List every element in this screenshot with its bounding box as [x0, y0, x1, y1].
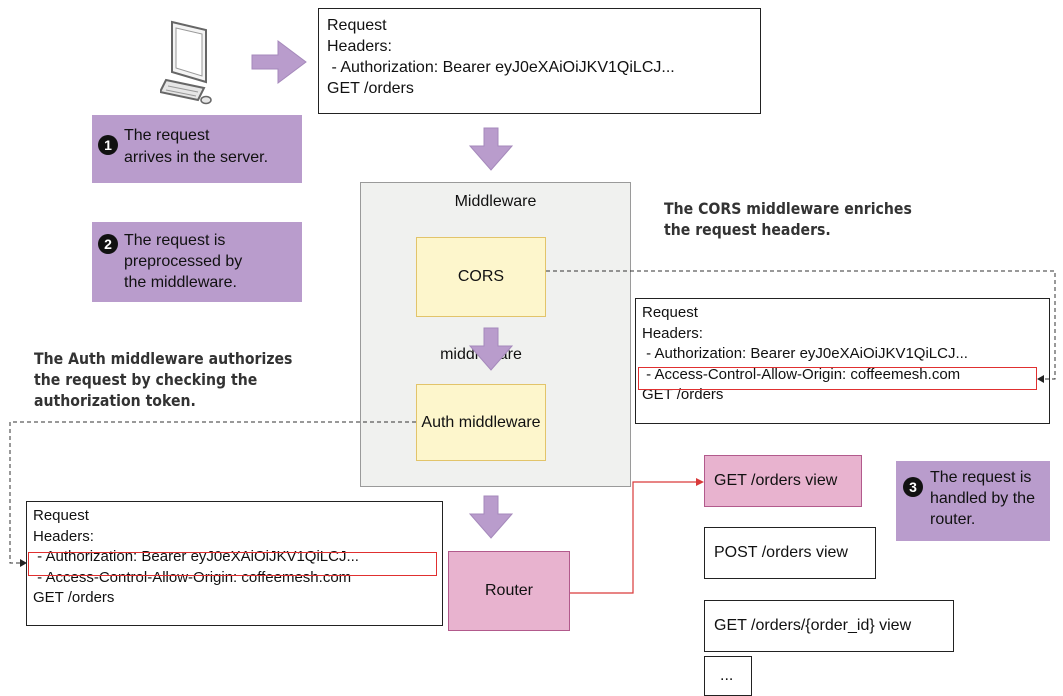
incoming-request-box: Request Headers: - Authorization: Bearer… [318, 8, 761, 114]
step-number-badge: 3 [903, 477, 923, 497]
authorization-header: - Authorization: Bearer eyJ0eXAiOiJKV1Qi… [642, 345, 968, 362]
arrowhead-icon [1037, 375, 1044, 383]
auth-note: The Auth middleware authorizes the reque… [34, 348, 292, 411]
router-label: Router [484, 582, 534, 599]
callout-step-1: 1 The request arrives in the server. [92, 115, 302, 183]
view-label: ... [720, 667, 734, 684]
callout-text: The request [124, 127, 210, 144]
router-connector [570, 481, 697, 594]
note-line: The Auth middleware authorizes [34, 349, 293, 368]
computer-icon [160, 20, 212, 105]
view-post-orders: POST /orders view [704, 527, 876, 579]
view-label: POST /orders view [714, 544, 848, 561]
auth-connector [9, 421, 416, 564]
note-line: the request by checking the [34, 370, 258, 389]
request-line: Request [33, 507, 89, 524]
callout-text: preprocessed by [124, 253, 243, 270]
method-line: GET /orders [327, 80, 414, 97]
callout-text: The request is [124, 232, 226, 249]
callout-text: arrives in the server. [124, 149, 269, 166]
method-line: GET /orders [642, 386, 724, 403]
step-number-badge: 2 [98, 234, 118, 254]
request-line: Request [642, 304, 698, 321]
view-get-order-by-id: GET /orders/{order_id} view [704, 600, 954, 652]
auth-header-highlight [28, 552, 437, 576]
authorization-header: - Authorization: Bearer eyJ0eXAiOiJKV1Qi… [327, 59, 675, 76]
callout-step-2: 2 The request is preprocessed by the mid… [92, 222, 302, 302]
headers-line: Headers: [642, 324, 703, 342]
callout-step-3: 3 The request is handled by the router. [896, 461, 1050, 541]
cors-header: - Access-Control-Allow-Origin: coffeemes… [33, 568, 352, 586]
right-arrow-icon [251, 40, 307, 84]
arrowhead-icon [20, 559, 27, 567]
step-number-badge: 1 [98, 135, 118, 155]
headers-line: Headers: [33, 527, 94, 545]
method-line: GET /orders [33, 589, 115, 606]
connectors-layer [9, 40, 1056, 594]
callout-text: router. [930, 511, 976, 528]
view-get-orders: GET /orders view [704, 455, 862, 507]
cors-header-highlight [638, 367, 1037, 390]
cors-middleware-box: CORS middleware [416, 237, 546, 363]
callout-text: the middleware. [124, 274, 237, 291]
middleware-title: Middleware [454, 193, 537, 210]
note-line: the request headers. [664, 220, 831, 239]
down-arrow-icon [468, 327, 514, 371]
view-label: GET /orders view [714, 472, 838, 489]
note-line: authorization token. [34, 391, 196, 410]
down-arrow-icon [468, 127, 514, 171]
callout-text: handled by the [930, 490, 1035, 507]
headers-line: Headers: [327, 38, 392, 55]
auth-middleware-box: Auth middleware [416, 384, 546, 461]
auth-middleware-label: Auth middleware [421, 414, 541, 431]
down-arrow-icon [468, 495, 514, 539]
callout-text: The request is [930, 469, 1032, 486]
cors-request-box: Request Headers: - Authorization: Bearer… [635, 298, 1050, 424]
view-label: GET /orders/{order_id} view [714, 617, 912, 634]
cors-header: - Access-Control-Allow-Origin: coffeemes… [642, 365, 961, 383]
cors-note: The CORS middleware enriches the request… [664, 198, 912, 240]
arrowhead-icon [696, 478, 704, 486]
note-line: The CORS middleware enriches [664, 199, 912, 218]
cors-connector [546, 270, 1056, 380]
request-line: Request [327, 17, 387, 34]
router-box: Router [448, 551, 570, 631]
